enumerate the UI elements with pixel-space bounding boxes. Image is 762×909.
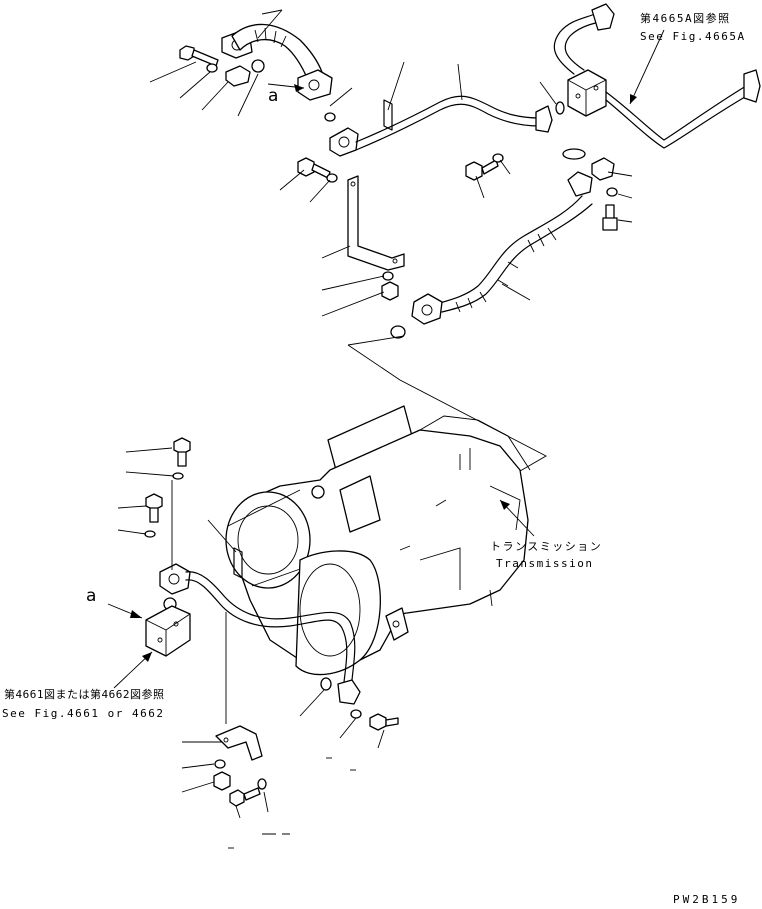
upper-right-block [553, 3, 761, 160]
leader-lines [107, 9, 665, 849]
lower-tube [159, 547, 361, 705]
reference-top-en: See Fig.4665A [640, 30, 746, 43]
detail-marker-top: a [268, 86, 279, 106]
transmission-label-jp: トランスミッション [490, 540, 603, 553]
center-bolt-set [465, 153, 504, 181]
flexible-hose [390, 171, 593, 339]
detail-marker-bottom: a [86, 586, 97, 606]
diagram-id: PW2B159 [673, 893, 741, 906]
right-fastener-set [591, 157, 618, 231]
reference-top-jp: 第4665A図参照 [640, 12, 731, 25]
transmission-housing [225, 405, 531, 676]
upper-tube [329, 95, 565, 157]
reference-bottom-jp: 第4661図または第4662図参照 [4, 688, 165, 701]
reference-bottom-en: See Fig.4661 or 4662 [2, 707, 165, 720]
mounting-bracket [297, 157, 405, 301]
lower-left-fasteners [144, 437, 267, 807]
lower-right-bolt [320, 677, 399, 731]
transmission-label-en: Transmission [496, 557, 594, 570]
upper-hose-assembly [179, 23, 336, 122]
